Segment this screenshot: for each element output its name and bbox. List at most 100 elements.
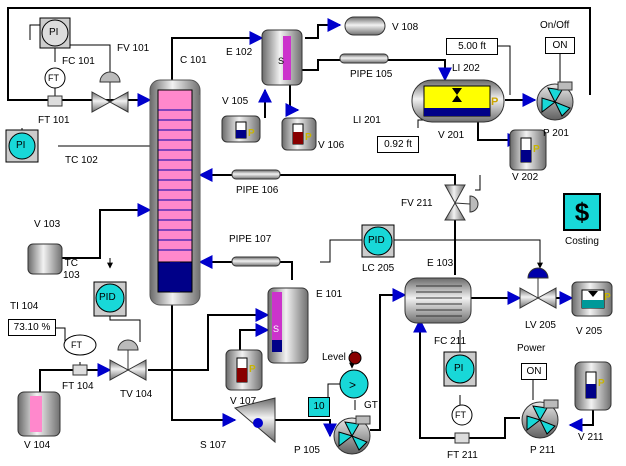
valve-fv211: [444, 184, 479, 221]
pi-fc-circle: [445, 354, 475, 384]
power-button[interactable]: ON: [521, 363, 547, 380]
fc211-label: FC 211: [434, 336, 467, 347]
onoff-button[interactable]: ON: [545, 37, 575, 54]
power-label: Power: [517, 343, 546, 354]
p201-label: P 201: [543, 128, 569, 139]
tank-v104: [17, 391, 61, 437]
tank-v107: P: [225, 349, 263, 391]
valve-fv101: [91, 71, 129, 113]
fc101-label: FC 101: [62, 56, 95, 67]
pipe106-label: PIPE 106: [236, 185, 279, 196]
pipe105-label: PIPE 105: [350, 69, 393, 80]
ft211-bubble: [451, 404, 473, 426]
lc205-label: LC 205: [362, 263, 395, 274]
level-label: Level: [322, 352, 346, 363]
gt-label: GT: [364, 400, 378, 411]
pid-lc-label: PID: [368, 235, 385, 246]
ti104-readout: 73.10 %: [8, 319, 56, 336]
svg-text:P: P: [598, 378, 605, 389]
pipe-105-shape: [339, 53, 389, 64]
ft211-symbol: FT: [455, 410, 466, 420]
e101-label: E 101: [316, 289, 343, 300]
pi-left-label: PI: [16, 140, 26, 151]
pi-left-circle: [8, 132, 36, 160]
valve-lv205: [519, 267, 557, 309]
tank-v108: [344, 16, 386, 36]
pump-p211: [521, 399, 559, 439]
pid-tc-circle: [95, 283, 125, 313]
tank-v103: [27, 243, 63, 275]
svg-text:P: P: [491, 96, 498, 108]
svg-text:P: P: [533, 144, 540, 155]
ft104-body: [72, 364, 88, 376]
exchanger-e102: S: [261, 29, 303, 86]
s107-label: S 107: [200, 440, 227, 451]
valve-tv104: [109, 339, 147, 381]
tc103-label: TC 103: [63, 258, 80, 281]
e103-label: E 103: [427, 258, 454, 269]
pid-lc-circle: [363, 226, 393, 256]
v103-label: V 103: [34, 219, 61, 230]
tank-v202: P: [509, 129, 547, 171]
v211-label: V 211: [578, 432, 604, 443]
svg-text:S: S: [278, 56, 284, 66]
pi-fc-label: PI: [454, 363, 464, 374]
pipe-106-shape: [231, 169, 281, 180]
li201-label: LI 201: [353, 115, 381, 126]
ft101-label: FT 101: [38, 115, 70, 126]
pi-top-label: PI: [49, 27, 59, 38]
exchanger-e101: S: [267, 287, 309, 364]
ft101-body: [47, 95, 63, 107]
lv205-label: LV 205: [525, 320, 556, 331]
ft101-symbol: FT: [48, 73, 59, 83]
li202-label: LI 202: [452, 63, 480, 74]
tank-v205: P: [571, 281, 613, 317]
ft104-bubble: [63, 334, 97, 356]
pi-top-circle: [41, 19, 69, 47]
tank-v211: P: [574, 361, 612, 411]
pipe-107-shape: [231, 256, 281, 267]
ft104-label: FT 104: [62, 381, 94, 392]
v202-label: V 202: [512, 172, 539, 183]
pid-tc-label: PID: [99, 292, 116, 303]
v104-label: V 104: [24, 440, 51, 451]
v106-label: V 106: [318, 140, 345, 151]
tv104-label: TV 104: [120, 389, 153, 400]
exchanger-e103: [404, 277, 472, 324]
tank-v105: P: [221, 115, 261, 143]
svg-text:P: P: [604, 292, 611, 303]
pump-p105: [333, 415, 371, 455]
tank-v106: P: [281, 117, 317, 151]
svg-text:P: P: [305, 132, 312, 143]
c101-label: C 101: [180, 55, 207, 66]
level-gt-circle: [339, 369, 369, 399]
fv101-label: FV 101: [117, 43, 150, 54]
level-sensor-icon: [348, 351, 362, 365]
costing-label: Costing: [565, 236, 599, 247]
ti104-label: TI 104: [10, 301, 39, 312]
level-gt-symbol: >: [349, 378, 356, 392]
e102-label: E 102: [226, 47, 253, 58]
ft101-bubble: [44, 67, 66, 89]
svg-text:P: P: [249, 364, 256, 375]
p105-label: P 105: [294, 445, 320, 456]
ft104-symbol: FT: [71, 340, 82, 350]
v108-label: V 108: [392, 22, 419, 33]
v105-label: V 105: [222, 96, 249, 107]
onoff-label: On/Off: [540, 20, 570, 31]
gt-setpoint-input[interactable]: 10: [308, 397, 330, 417]
p211-label: P 211: [530, 445, 556, 456]
li202-readout: 5.00 ft: [446, 38, 498, 55]
fv211-label: FV 211: [401, 198, 433, 209]
svg-text:P: P: [248, 128, 255, 139]
pump-p201: [536, 81, 574, 121]
v201-label: V 201: [438, 130, 465, 141]
v205-label: V 205: [576, 326, 603, 337]
li201-readout: 0.92 ft: [377, 136, 419, 153]
pipe107-label: PIPE 107: [229, 234, 272, 245]
costing-button[interactable]: $: [563, 193, 601, 231]
tc102-label: TC 102: [65, 155, 98, 166]
tank-v201: P: [411, 79, 505, 123]
v107-label: V 107: [230, 396, 257, 407]
